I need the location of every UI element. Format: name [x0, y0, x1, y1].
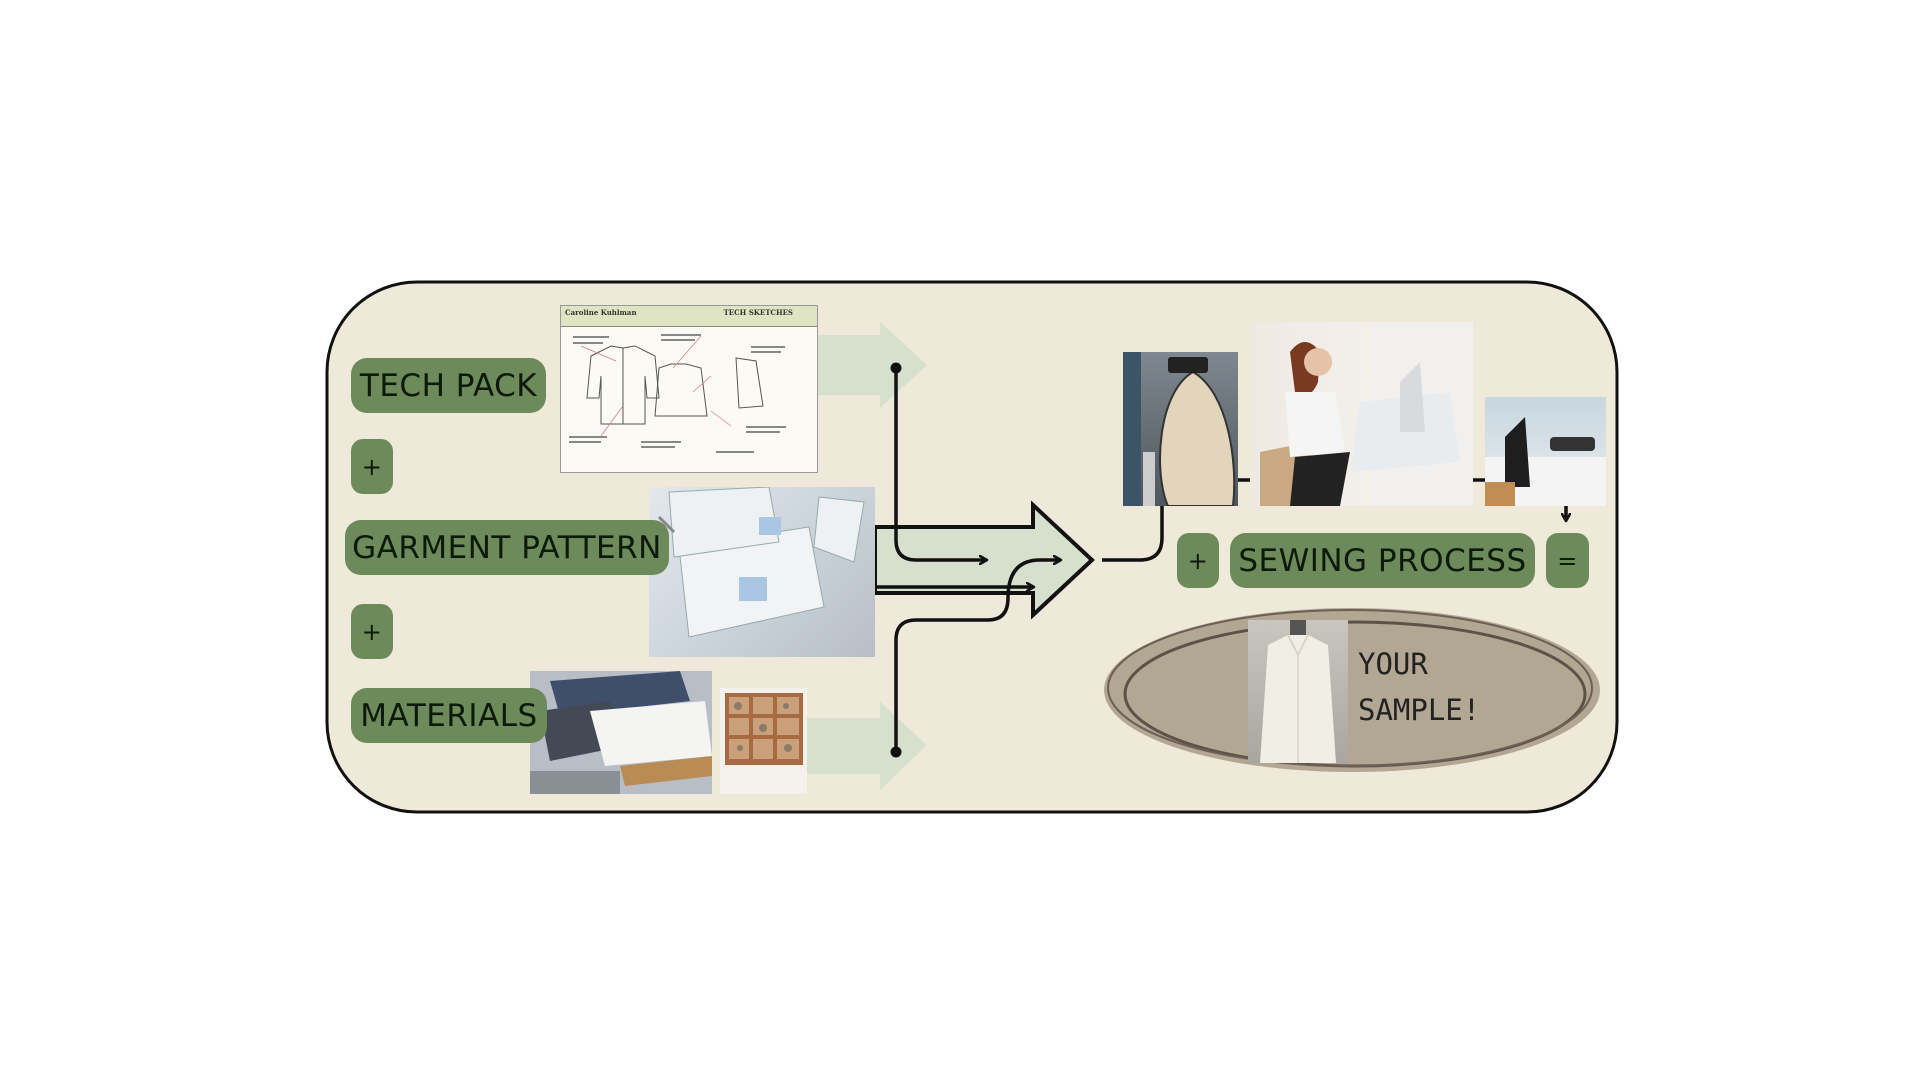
materials-label: MATERIALS — [351, 688, 547, 743]
result-line-2: SAMPLE! — [1358, 693, 1481, 727]
sewing-process-label: SEWING PROCESS — [1230, 533, 1535, 588]
tech-sheet-name: Caroline Kuhlman — [565, 308, 637, 317]
iron-photo — [1485, 397, 1606, 506]
ironing-board-photo — [1123, 352, 1238, 506]
plus-sign-1: + — [351, 439, 393, 494]
equals-sign: = — [1546, 533, 1589, 588]
result-line-1: YOUR — [1358, 647, 1428, 681]
buttons-box-photo — [720, 688, 807, 794]
tech-pack-connector — [894, 368, 986, 560]
result-ellipse-back — [1104, 608, 1600, 772]
person-sewing-photo — [1250, 322, 1473, 506]
tech-sheet-image: Caroline Kuhlman TECH SKETCHES — [560, 305, 818, 473]
sample-garment-photo — [1248, 620, 1348, 763]
materials-connector — [894, 560, 1060, 752]
fabric-rolls-photo — [530, 671, 712, 794]
plus-sign-3: + — [1177, 533, 1219, 588]
plus-sign-2: + — [351, 604, 393, 659]
tech-pack-arrow-shape — [818, 322, 927, 408]
tech-pack-connector-dot — [890, 362, 902, 374]
tech-pack-label: TECH PACK — [351, 358, 546, 413]
garment-pattern-label: GARMENT PATTERN — [345, 520, 669, 575]
tech-sheet-title: TECH SKETCHES — [723, 308, 793, 317]
result-ellipse-outline — [1107, 609, 1593, 767]
garment-pattern-photo — [649, 487, 875, 657]
tech-sketch-drawing — [569, 334, 786, 453]
materials-connector-dot — [890, 746, 902, 758]
